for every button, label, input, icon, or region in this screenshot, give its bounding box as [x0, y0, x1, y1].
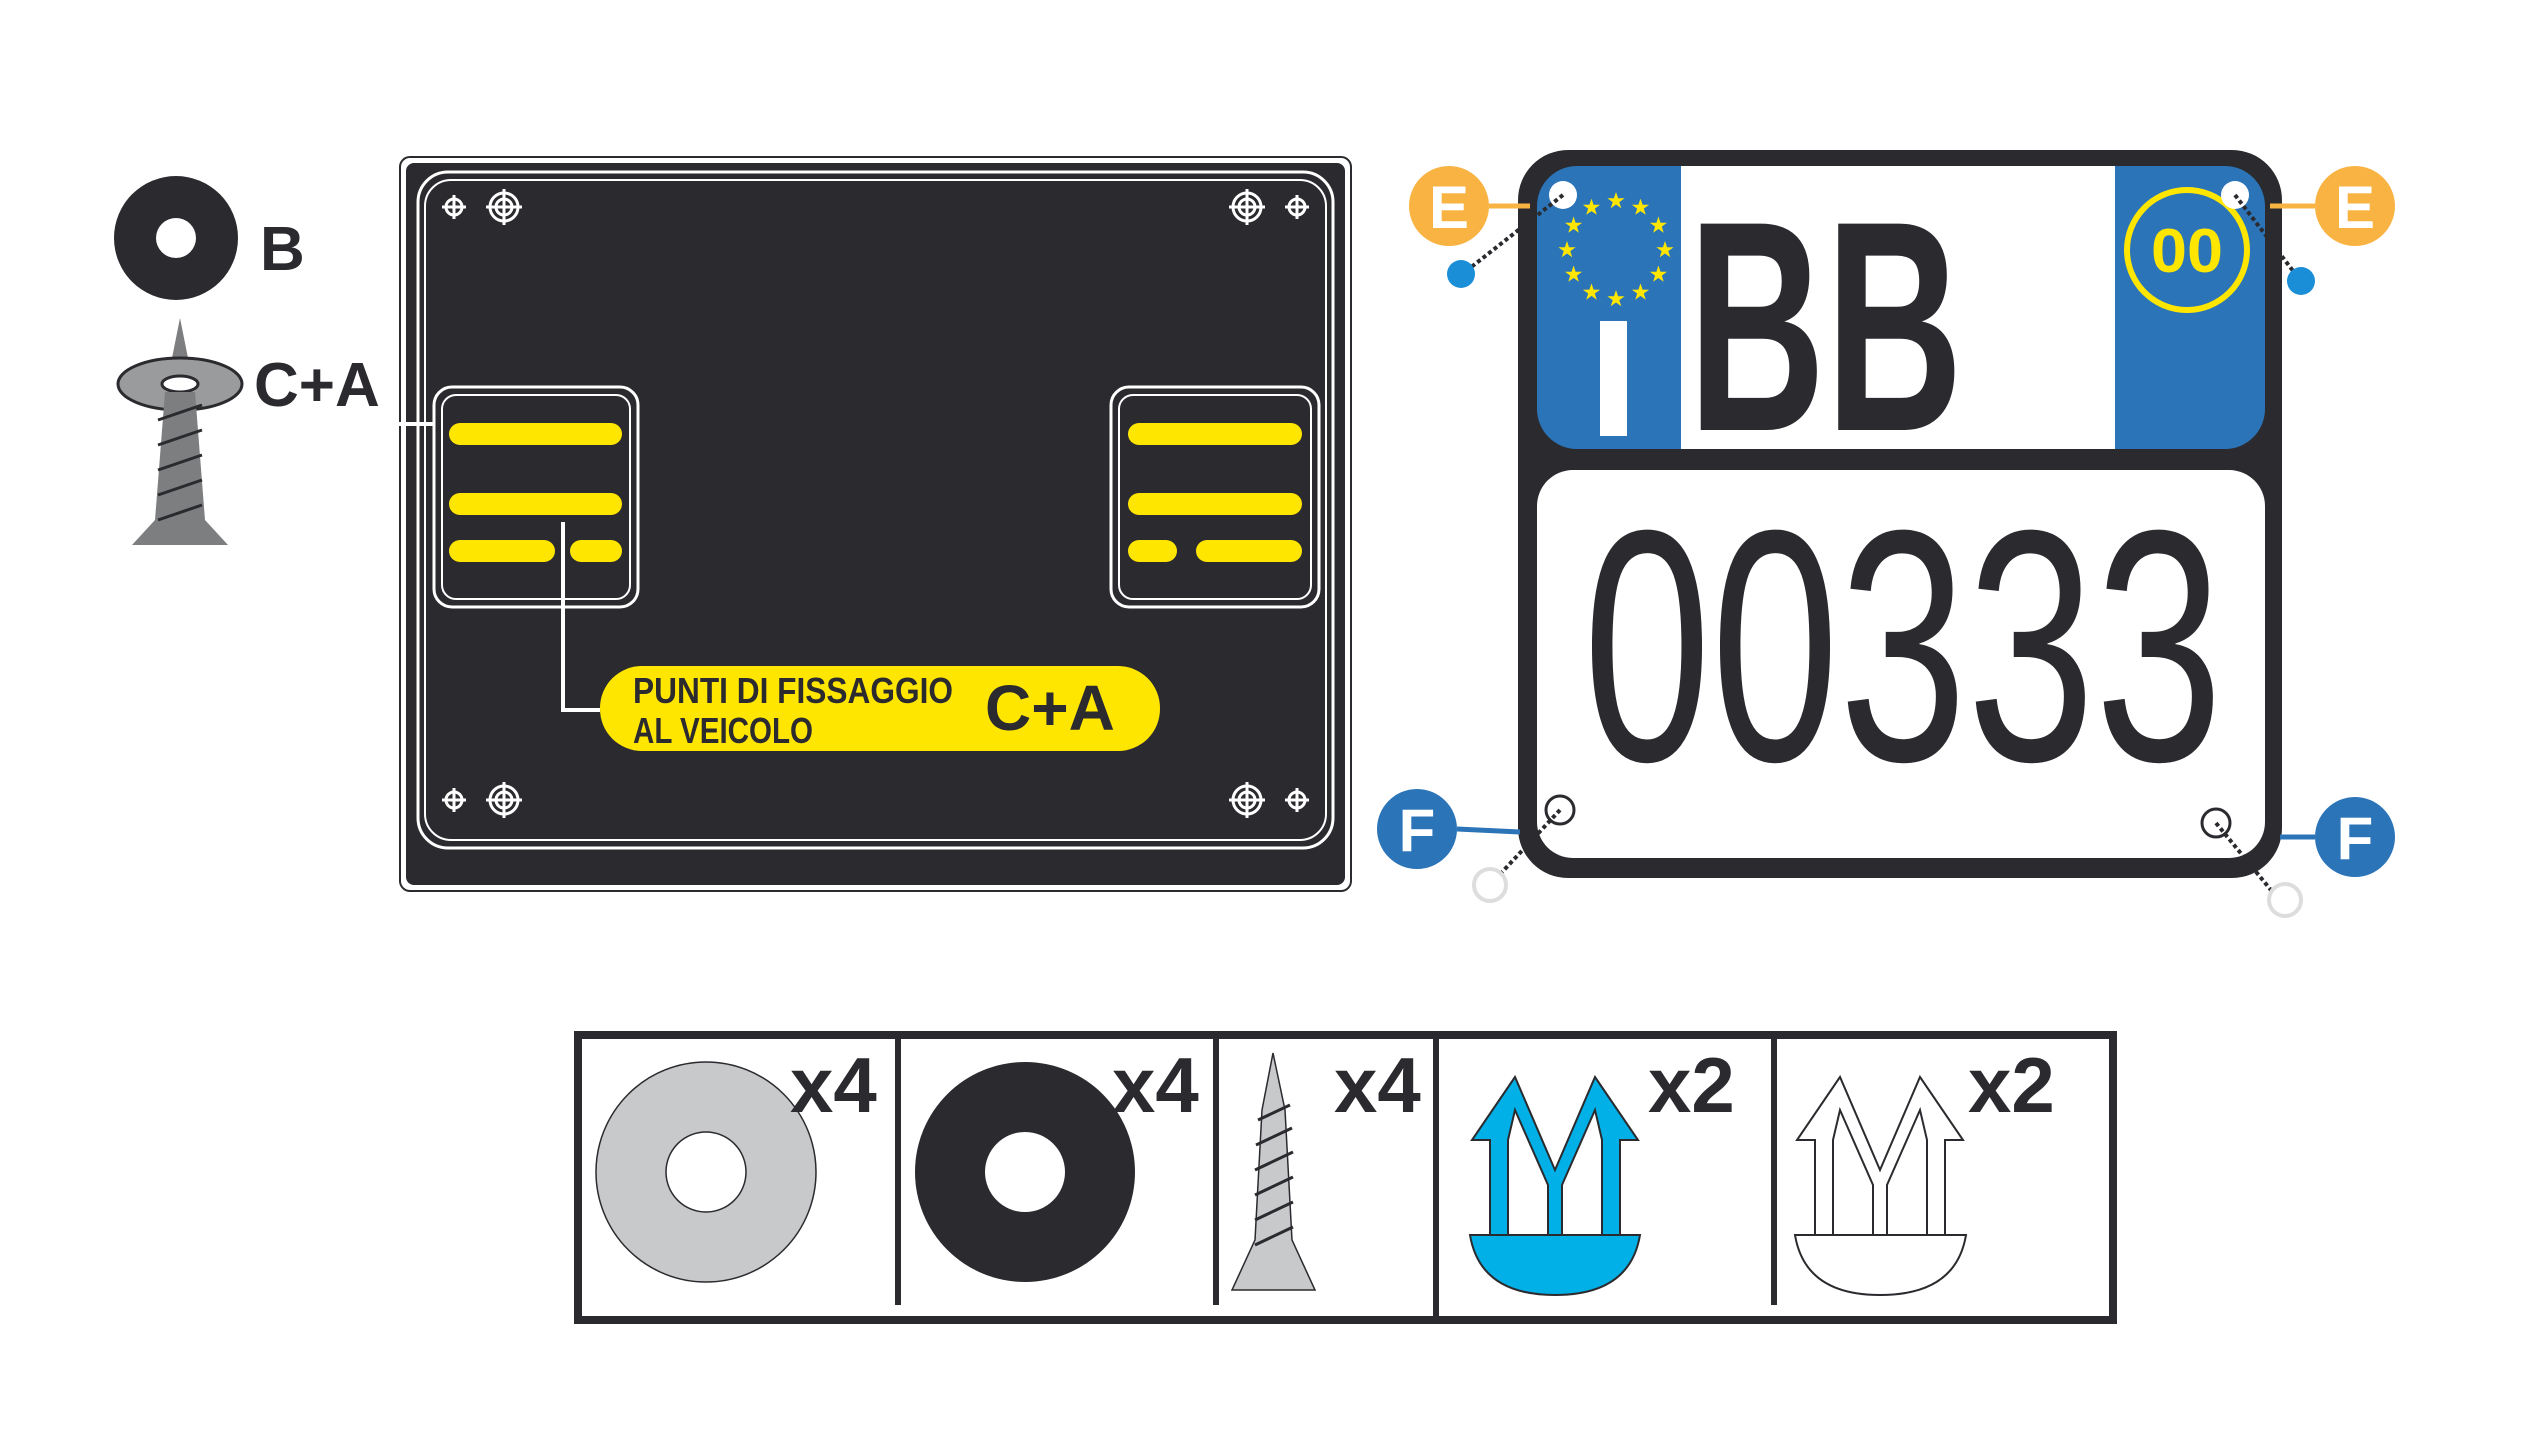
- fixing-slot-left: [432, 385, 640, 609]
- clip-bottom-left-icon: [1472, 867, 1508, 903]
- white-clip-icon: [1793, 1074, 1968, 1297]
- mount-hole-bottom-right: [1229, 782, 1309, 818]
- mount-hole-top-left: [442, 189, 522, 225]
- eu-star-icon: [1649, 265, 1667, 282]
- eu-stars-icon: [1558, 192, 1674, 307]
- license-plate: [1518, 150, 2282, 878]
- clip-top-right-icon: [2287, 267, 2315, 295]
- country-code-i: [1600, 321, 1627, 436]
- black-washer-icon: [915, 1062, 1135, 1282]
- eu-star-icon: [1656, 241, 1674, 258]
- legend-screw-icon: [116, 318, 244, 545]
- marker-e-right: E: [2315, 166, 2395, 246]
- year-badge-ring: [2124, 187, 2250, 313]
- marker-f-right: F: [2315, 797, 2395, 877]
- marker-e-left: E: [1409, 166, 1489, 246]
- plate-fixings: [1447, 181, 2315, 918]
- eu-star-icon: [1631, 283, 1650, 300]
- eu-star-icon: [1565, 265, 1583, 282]
- blue-clip-icon: [1468, 1074, 1642, 1297]
- eu-star-icon: [1582, 283, 1601, 300]
- callout-connector: [561, 522, 600, 712]
- callout-line1: PUNTI DI FISSAGGIO: [633, 670, 953, 711]
- year-badge: 00: [2151, 217, 2223, 286]
- qty-grey-washer: x4: [790, 1041, 877, 1129]
- clip-top-left-icon: [1447, 260, 1475, 288]
- marker-e-left-label: E: [1429, 174, 1469, 241]
- screw-label: C+A: [254, 351, 380, 420]
- grey-washer-icon: [595, 1061, 817, 1283]
- eu-star-icon: [1558, 241, 1576, 258]
- plate-bottom-panel: [1537, 470, 2265, 858]
- washer-label: B: [260, 215, 305, 284]
- callout-code: C+A: [985, 672, 1115, 744]
- eu-star-icon: [1582, 198, 1601, 215]
- plate-number: 00333: [1583, 461, 2223, 830]
- eu-star-icon: [1607, 290, 1625, 307]
- eu-star-icon: [1631, 198, 1650, 215]
- qty-black-washer: x4: [1112, 1041, 1199, 1129]
- marker-f-right-label: F: [2337, 805, 2374, 872]
- callout-line2: AL VEICOLO: [633, 710, 813, 751]
- marker-f-left-label: F: [1399, 797, 1436, 864]
- clip-bottom-right-icon: [2267, 882, 2303, 918]
- fixing-slot-right: [1109, 385, 1321, 609]
- mount-hole-bottom-left: [442, 782, 522, 818]
- eu-star-icon: [1607, 192, 1625, 209]
- eu-star-icon: [1565, 216, 1583, 233]
- mounting-holes: [442, 189, 1309, 818]
- qty-blue-clip: x2: [1648, 1041, 1735, 1129]
- qty-screw: x4: [1334, 1041, 1421, 1129]
- plate-province: BB: [1688, 158, 1963, 494]
- legend-washer: [114, 176, 238, 300]
- marker-f-left: F: [1377, 789, 1457, 869]
- callout-pill: [600, 666, 1160, 751]
- qty-white-clip: x2: [1968, 1041, 2055, 1129]
- backing-plate: [388, 156, 1352, 892]
- marker-e-right-label: E: [2335, 174, 2375, 241]
- eu-star-icon: [1649, 216, 1667, 233]
- screw-icon: [1230, 1052, 1317, 1291]
- mount-hole-top-right: [1229, 189, 1309, 225]
